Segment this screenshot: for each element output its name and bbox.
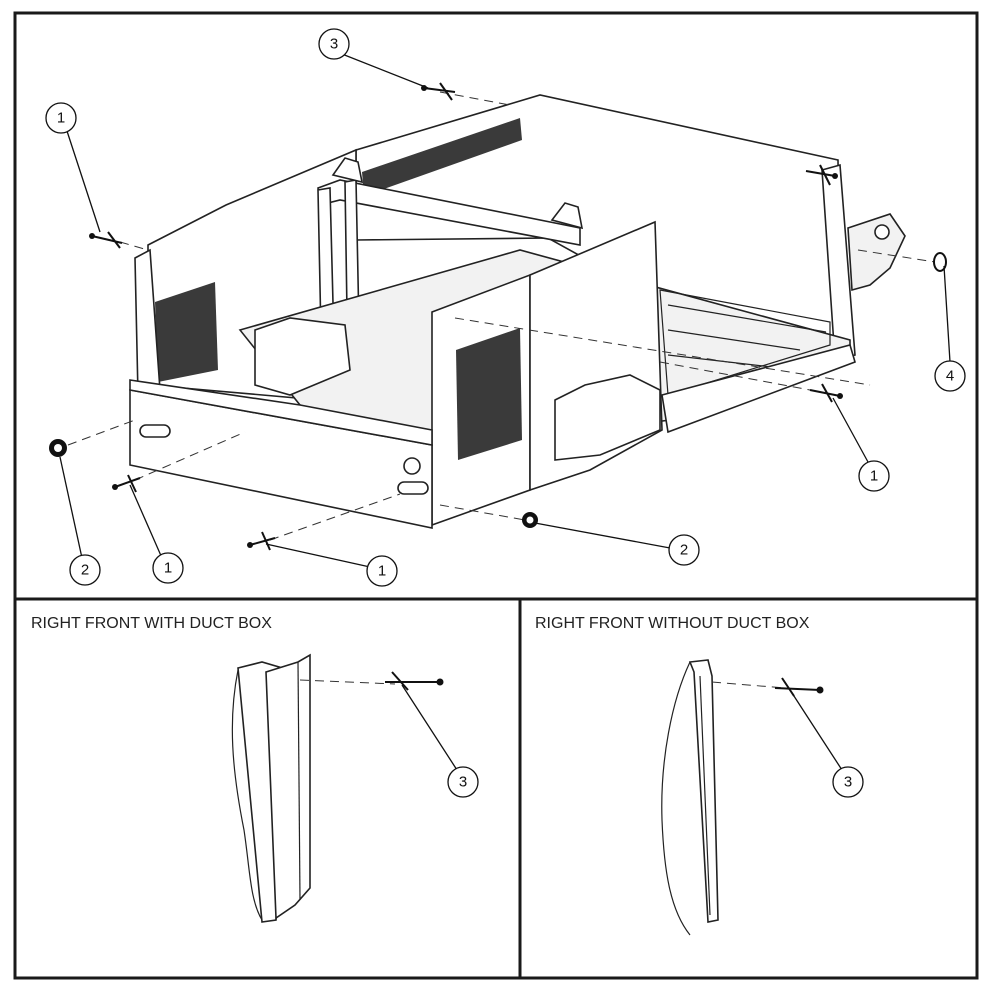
leader-2-right <box>534 522 671 549</box>
callout-balloon: 1 <box>366 555 398 587</box>
lift-tab-left <box>331 157 364 184</box>
rear-deck <box>661 344 856 434</box>
svg-text:3: 3 <box>844 774 852 791</box>
rail-2 <box>667 329 801 351</box>
wheel-cutout <box>554 374 661 461</box>
callout-balloon: 3 <box>447 766 479 798</box>
dash-3-top <box>439 91 511 106</box>
cable-tie-icon <box>809 383 843 403</box>
svg-text:4: 4 <box>946 368 954 385</box>
grommet-icon <box>49 439 67 457</box>
rear-mesh <box>362 118 522 196</box>
dash-center <box>454 317 871 386</box>
front-hole <box>403 457 421 475</box>
leader-1-bottom <box>265 543 371 568</box>
duct-box-outline <box>231 669 263 921</box>
leader-3-top <box>341 53 429 89</box>
lift-tab-right <box>550 202 584 230</box>
duct-box-edge <box>297 661 301 901</box>
detail-left-title: RIGHT FRONT WITH DUCT BOX <box>31 615 272 632</box>
detail-left-dash <box>299 679 396 685</box>
svg-text:1: 1 <box>870 468 878 485</box>
right-side-mesh <box>456 328 522 460</box>
callout-balloon: 1 <box>45 102 77 134</box>
cable-tie-icon <box>774 677 824 697</box>
hitch-bracket <box>847 213 906 292</box>
cable-tie-icon <box>421 82 456 101</box>
outer-frame <box>13 11 979 980</box>
leader-detail-left <box>401 684 458 771</box>
right-rear-post <box>821 163 856 362</box>
svg-text:3: 3 <box>330 36 338 53</box>
leader-2-left <box>59 456 83 559</box>
callout-balloon: 1 <box>858 460 890 492</box>
svg-text:1: 1 <box>164 560 172 577</box>
callout-balloon: 3 <box>318 28 350 60</box>
svg-text:1: 1 <box>57 110 65 127</box>
callout-balloon: 1 <box>152 552 184 584</box>
main-assembly-view: 3 1 4 1 2 1 1 2 <box>45 28 966 587</box>
panel-outline <box>661 661 691 936</box>
leader-1-front <box>129 484 163 559</box>
dash-2-left <box>67 419 136 446</box>
detail-right-dash <box>711 681 786 689</box>
hitch-hole <box>874 224 890 240</box>
leader-1-right <box>832 397 869 463</box>
svg-text:2: 2 <box>81 562 89 579</box>
dash-4 <box>857 249 936 263</box>
cable-tie-icon <box>385 671 444 691</box>
detail-without-duct-box: RIGHT FRONT WITHOUT DUCT BOX 3 <box>535 615 864 936</box>
grommet-icon <box>522 512 538 528</box>
dash-1-bottom <box>269 493 401 541</box>
dash-1-right <box>659 361 811 391</box>
dash-1-left <box>119 241 149 251</box>
cable-tie-icon <box>112 474 141 493</box>
leader-detail-right <box>791 692 843 771</box>
detail-right-title: RIGHT FRONT WITHOUT DUCT BOX <box>535 615 810 632</box>
detail-with-duct-box: RIGHT FRONT WITH DUCT BOX 3 <box>31 615 479 923</box>
panel-post-inner <box>699 675 711 916</box>
left-side-mesh <box>155 282 218 382</box>
callout-balloon: 3 <box>832 766 864 798</box>
cable-tie-icon <box>89 231 123 249</box>
callout-balloon: 2 <box>69 554 101 586</box>
rail-1 <box>667 304 827 333</box>
svg-text:3: 3 <box>459 774 467 791</box>
front-slot-left <box>139 424 171 438</box>
plug-icon <box>933 252 947 272</box>
panel-post <box>688 659 719 923</box>
front-slot-right <box>397 481 429 495</box>
svg-text:1: 1 <box>378 563 386 580</box>
cable-tie-icon <box>805 164 838 186</box>
callout-balloon: 4 <box>934 360 966 392</box>
callout-balloon: 2 <box>668 534 700 566</box>
svg-text:2: 2 <box>680 542 688 559</box>
cable-tie-icon <box>247 531 276 551</box>
dash-1-front <box>134 431 246 481</box>
leader-4 <box>943 265 951 363</box>
front-top-rail <box>129 379 433 446</box>
floor-rails <box>659 289 831 396</box>
seat-box <box>254 317 351 396</box>
leader-1-left <box>65 127 101 233</box>
